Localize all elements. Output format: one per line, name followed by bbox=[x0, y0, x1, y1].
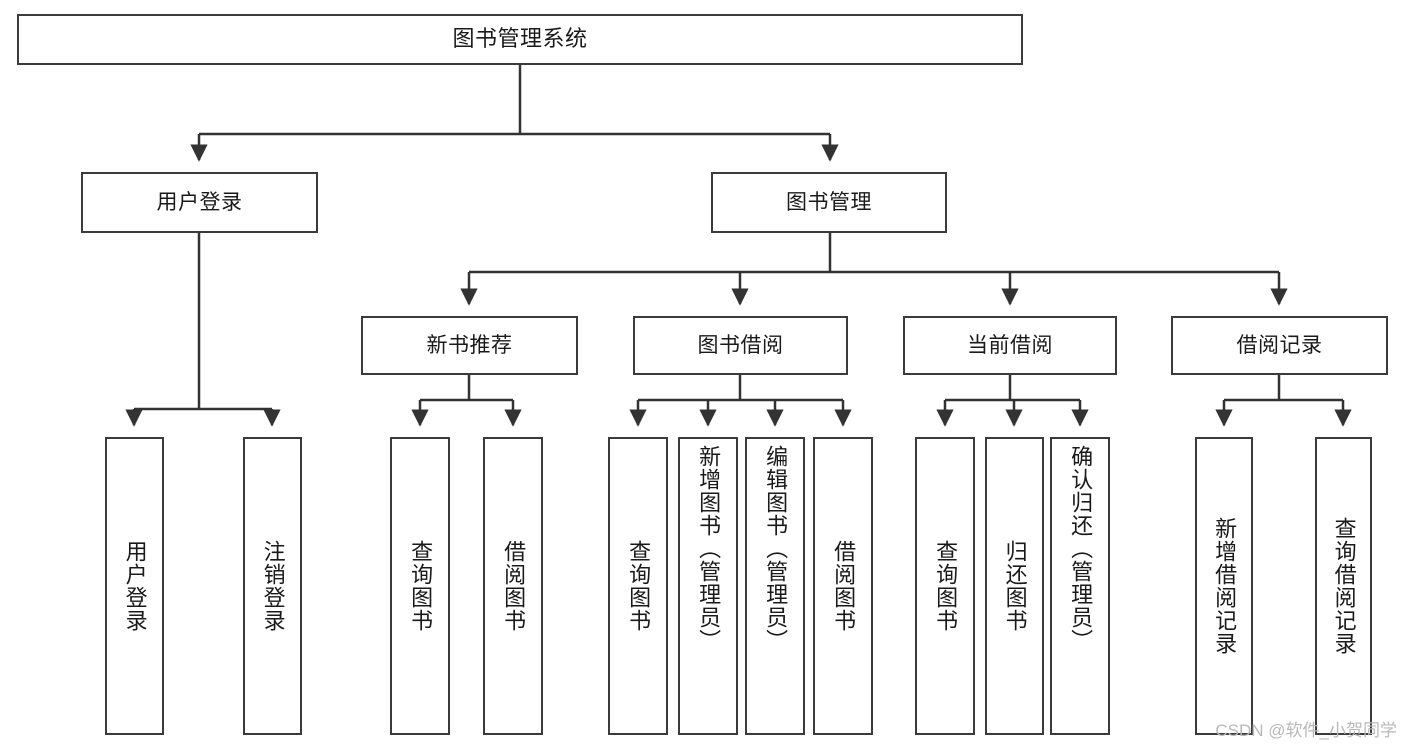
node-label: 查询图书 bbox=[626, 540, 652, 632]
leaf-user-login-logout[interactable]: 注销登录 bbox=[243, 437, 302, 735]
node-label: 借阅记录 bbox=[1236, 333, 1323, 357]
node-label: 确认归还（管理员） bbox=[1068, 445, 1094, 652]
node-label: 归还图书 bbox=[1002, 540, 1028, 632]
leaf-user-login-login[interactable]: 用户登录 bbox=[105, 437, 164, 735]
node-borrow-record[interactable]: 借阅记录 bbox=[1171, 316, 1388, 375]
leaf-new-book-borrow-book[interactable]: 借阅图书 bbox=[483, 437, 543, 735]
leaf-current-borrow-query-book[interactable]: 查询图书 bbox=[915, 437, 975, 735]
leaf-borrow-record-add-record[interactable]: 新增借阅记录 bbox=[1195, 437, 1253, 735]
leaf-book-borrow-edit-book-admin[interactable]: 编辑图书（管理员） bbox=[745, 437, 805, 735]
node-label: 新书推荐 bbox=[426, 333, 513, 357]
node-user-login[interactable]: 用户登录 bbox=[81, 172, 318, 233]
node-label: 当前借阅 bbox=[967, 333, 1053, 357]
node-label: 借阅图书 bbox=[501, 540, 527, 632]
leaf-book-borrow-query-book[interactable]: 查询图书 bbox=[608, 437, 668, 735]
leaf-new-book-query-book[interactable]: 查询图书 bbox=[390, 437, 450, 735]
node-label: 图书管理 bbox=[786, 190, 872, 214]
node-current-borrow[interactable]: 当前借阅 bbox=[903, 316, 1117, 375]
node-new-book-recommend[interactable]: 新书推荐 bbox=[361, 316, 578, 375]
leaf-book-borrow-add-book-admin[interactable]: 新增图书（管理员） bbox=[678, 437, 738, 735]
node-label: 查询图书 bbox=[933, 540, 959, 632]
leaf-borrow-record-query-record[interactable]: 查询借阅记录 bbox=[1315, 437, 1372, 735]
node-label: 图书管理系统 bbox=[452, 26, 588, 52]
node-label: 编辑图书（管理员） bbox=[763, 445, 789, 652]
node-label: 注销登录 bbox=[260, 540, 286, 632]
node-label: 用户登录 bbox=[156, 190, 243, 214]
node-label: 查询借阅记录 bbox=[1331, 517, 1357, 655]
node-book-borrow[interactable]: 图书借阅 bbox=[633, 316, 848, 375]
node-label: 新增借阅记录 bbox=[1212, 517, 1238, 655]
node-book-management[interactable]: 图书管理 bbox=[711, 172, 947, 233]
node-root-book-management-system[interactable]: 图书管理系统 bbox=[17, 14, 1023, 65]
watermark-text: CSDN @软件_小贺同学 bbox=[1215, 721, 1397, 740]
leaf-current-borrow-confirm-return-admin[interactable]: 确认归还（管理员） bbox=[1050, 437, 1110, 735]
node-label: 用户登录 bbox=[122, 540, 148, 632]
node-label: 借阅图书 bbox=[831, 540, 857, 632]
leaf-book-borrow-borrow-book[interactable]: 借阅图书 bbox=[813, 437, 873, 735]
node-label: 新增图书（管理员） bbox=[696, 445, 722, 652]
leaf-current-borrow-return-book[interactable]: 归还图书 bbox=[985, 437, 1044, 735]
node-label: 查询图书 bbox=[408, 540, 434, 632]
node-label: 图书借阅 bbox=[697, 333, 784, 357]
